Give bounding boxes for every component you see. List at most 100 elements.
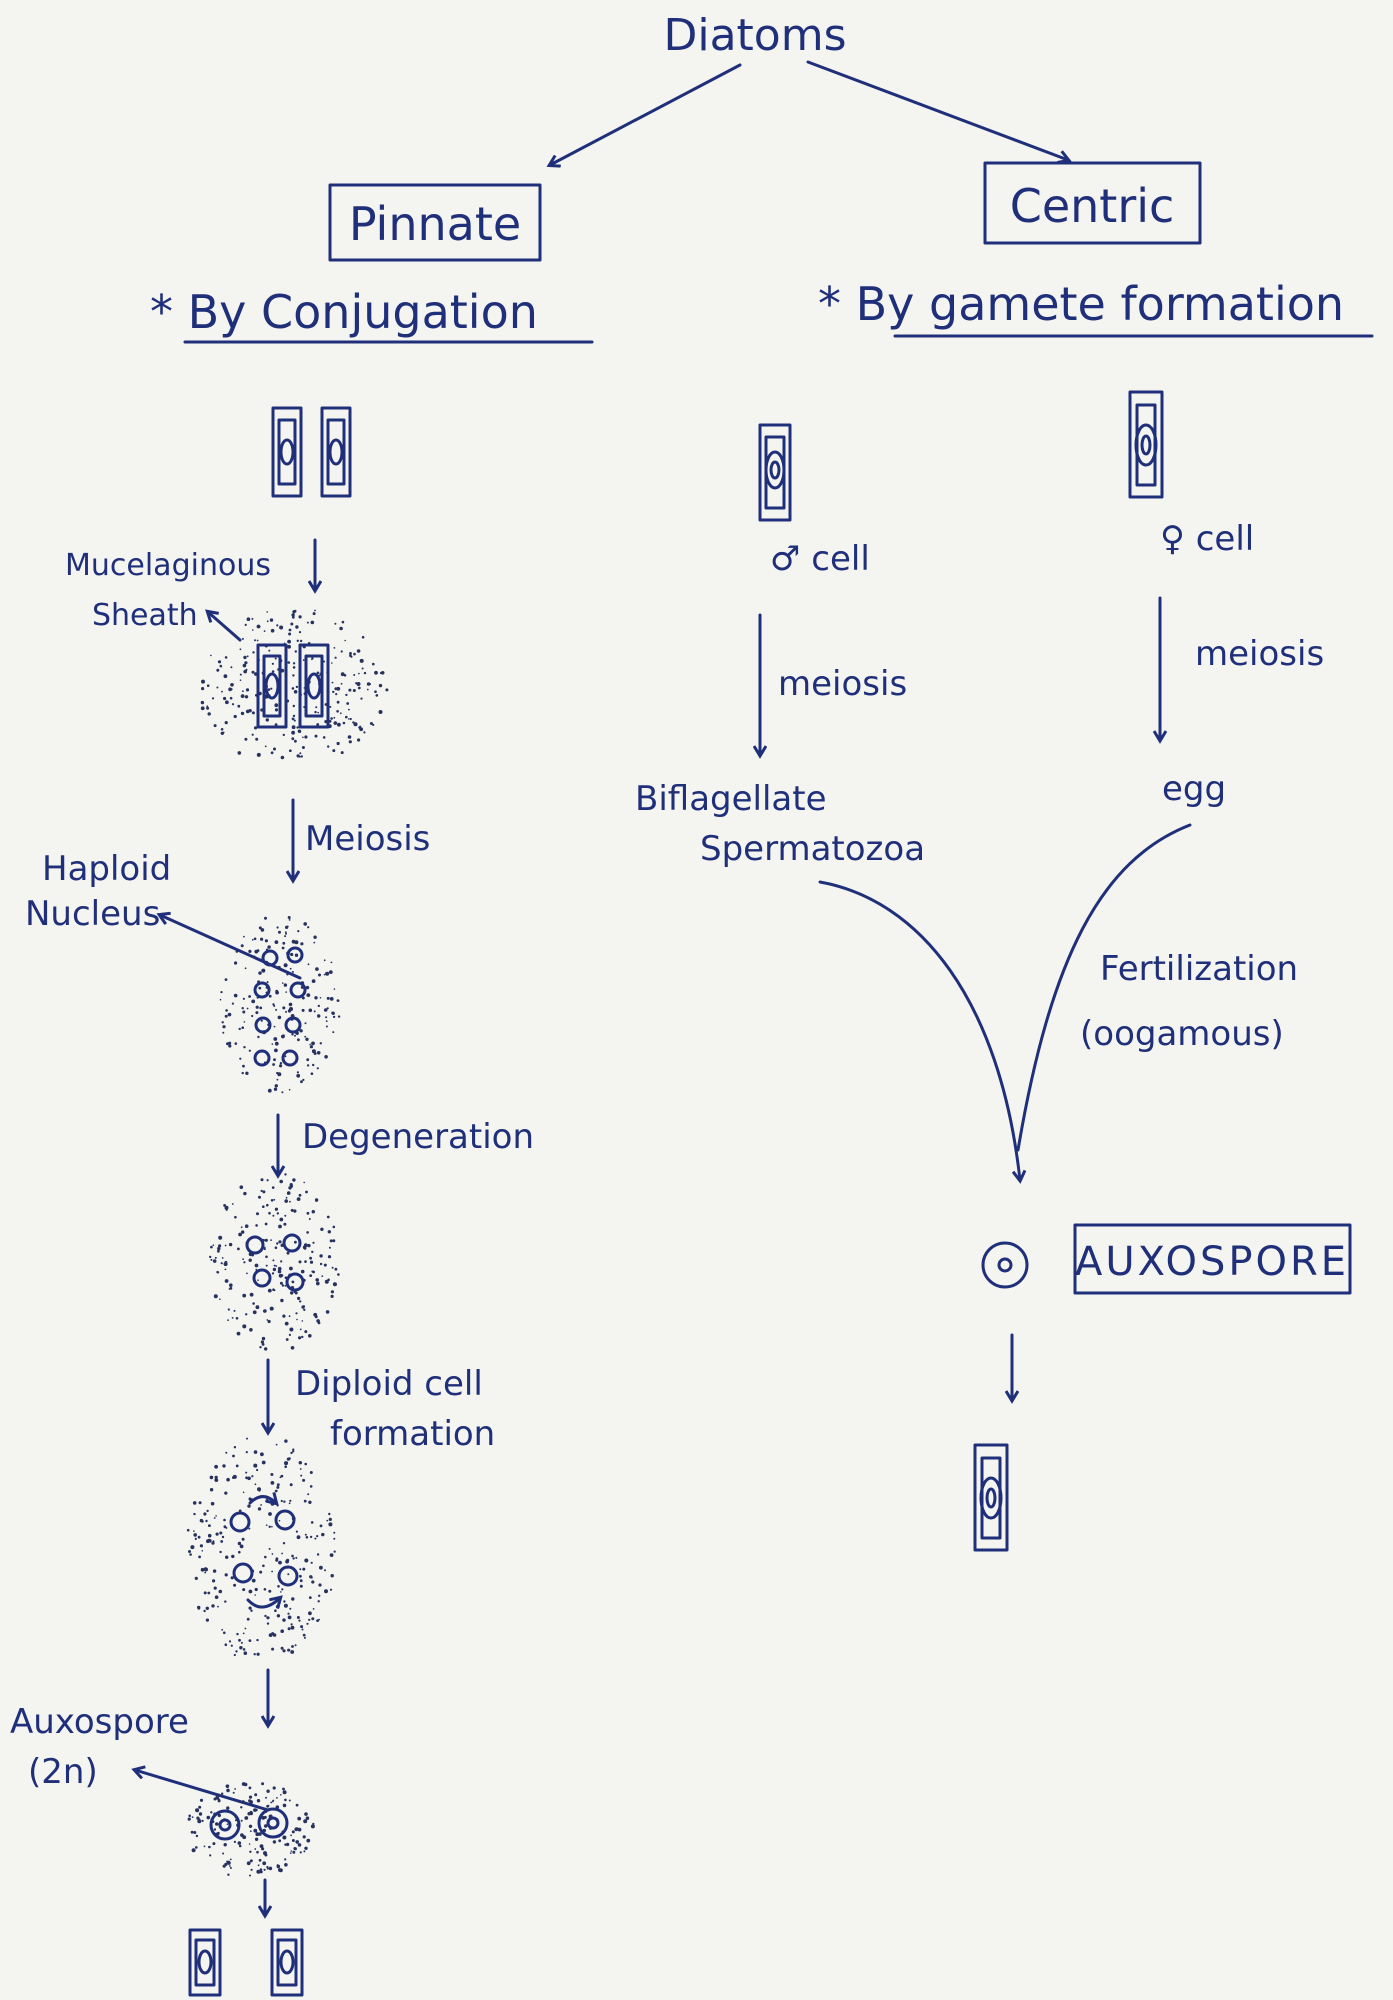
stipple-dot bbox=[285, 1462, 288, 1465]
stipple-dot bbox=[259, 1859, 262, 1862]
stipple-dot bbox=[264, 1248, 266, 1250]
stipple-dot bbox=[311, 1562, 313, 1564]
stipple-dot bbox=[306, 993, 310, 997]
stipple-dot bbox=[330, 1239, 333, 1242]
stipple-dot bbox=[259, 1571, 262, 1574]
stipple-dot bbox=[260, 1504, 262, 1506]
stipple-dot bbox=[325, 972, 329, 976]
stipple-dot bbox=[348, 735, 352, 739]
stipple-dot bbox=[222, 1536, 224, 1538]
stipple-dot bbox=[218, 1236, 222, 1240]
stipple-dot bbox=[285, 931, 287, 933]
stipple-dot bbox=[241, 1026, 244, 1029]
stipple-dot bbox=[269, 1867, 273, 1871]
stipple-dot bbox=[220, 1540, 223, 1543]
stipple-dot bbox=[357, 738, 360, 741]
stipple-dot bbox=[261, 1782, 264, 1785]
stipple-dot bbox=[225, 1643, 228, 1646]
stipple-dot bbox=[201, 1568, 205, 1572]
stipple-dot bbox=[281, 1553, 283, 1555]
stipple-dot bbox=[212, 697, 214, 699]
stipple-dot bbox=[267, 945, 270, 948]
stipple-dot bbox=[210, 1476, 214, 1480]
stipple-dot bbox=[216, 1533, 219, 1536]
stipple-dot bbox=[280, 1260, 282, 1262]
stipple-dot bbox=[238, 1639, 241, 1642]
stipple-dot bbox=[291, 1555, 294, 1558]
stipple-dot bbox=[275, 1208, 278, 1211]
pinnate-label: Pinnate bbox=[349, 197, 521, 251]
stipple-dot bbox=[225, 978, 228, 981]
stipple-dot bbox=[294, 690, 298, 694]
stipple-dot bbox=[286, 1197, 288, 1199]
stipple-dot bbox=[201, 701, 204, 704]
stipple-dot bbox=[252, 711, 255, 714]
stipple-dot bbox=[265, 1239, 268, 1242]
stipple-dot bbox=[275, 1490, 278, 1493]
stipple-dot bbox=[226, 1789, 230, 1793]
stipple-dot bbox=[331, 1295, 334, 1298]
stipple-dot bbox=[257, 1036, 259, 1038]
stipple-dot bbox=[225, 1279, 229, 1283]
stipple-dot bbox=[262, 1861, 266, 1865]
stipple-dot bbox=[243, 1648, 246, 1651]
stipple-dot bbox=[231, 1645, 233, 1647]
stipple-dot bbox=[199, 1812, 202, 1815]
stipple-dot bbox=[247, 1477, 251, 1481]
stipple-dot bbox=[335, 657, 337, 659]
stipple-dot bbox=[297, 754, 300, 757]
stipple-dot bbox=[328, 1513, 330, 1515]
stipple-dot bbox=[290, 1835, 292, 1837]
stipple-dot bbox=[367, 689, 369, 691]
stipple-dot bbox=[338, 1015, 340, 1017]
stipple-dot bbox=[265, 1256, 268, 1259]
stipple-dot bbox=[376, 694, 378, 696]
stipple-dot bbox=[289, 1328, 293, 1332]
stipple-dot bbox=[278, 1016, 282, 1020]
stipple-dot bbox=[267, 1179, 269, 1181]
stipple-dot bbox=[226, 1784, 230, 1788]
stipple-dot bbox=[257, 753, 261, 757]
stipple-dot bbox=[345, 694, 347, 696]
stipple-dot bbox=[291, 1623, 293, 1625]
stipple-dot bbox=[249, 1796, 252, 1799]
stipple-dot bbox=[279, 1520, 281, 1522]
stipple-dot bbox=[264, 917, 267, 920]
stipple-dot bbox=[214, 1828, 216, 1830]
stipple-dot bbox=[327, 997, 330, 1000]
stipple-dot bbox=[241, 1820, 243, 1822]
stipple-dot bbox=[254, 1793, 257, 1796]
stipple-dot bbox=[330, 1553, 334, 1557]
stipple-dot bbox=[300, 1468, 302, 1470]
stipple-dot bbox=[293, 662, 295, 664]
stipple-dot bbox=[302, 1629, 304, 1631]
stipple-dot bbox=[191, 1831, 194, 1834]
stipple-dot bbox=[306, 1816, 310, 1820]
stipple-dot bbox=[298, 1620, 300, 1622]
stipple-dot bbox=[299, 1194, 302, 1197]
stipple-dot bbox=[209, 1854, 211, 1856]
stipple-dot bbox=[306, 1839, 310, 1843]
stipple-dot bbox=[334, 1284, 336, 1286]
stipple-dot bbox=[275, 940, 279, 944]
stipple-dot bbox=[231, 1555, 234, 1558]
sperm-fertilization-arrow bbox=[820, 882, 1020, 1180]
stipple-dot bbox=[285, 933, 287, 935]
stipple-dot bbox=[216, 687, 218, 689]
stipple-dot bbox=[284, 1173, 286, 1175]
stipple-dot bbox=[244, 1816, 248, 1820]
centric-auxospore-cell bbox=[983, 1243, 1027, 1287]
stipple-dot bbox=[349, 740, 352, 743]
stipple-dot bbox=[309, 1596, 312, 1599]
stipple-dot bbox=[287, 1458, 290, 1461]
stipple-dot bbox=[284, 1863, 288, 1867]
stipple-dot bbox=[291, 1850, 293, 1852]
stipple-dot bbox=[296, 686, 298, 688]
stipple-dot bbox=[295, 954, 298, 957]
stipple-dot bbox=[255, 1588, 258, 1591]
stipple-dot bbox=[337, 1273, 340, 1276]
stipple-dot bbox=[278, 1270, 282, 1274]
stipple-dot bbox=[331, 962, 333, 964]
stipple-dot bbox=[354, 722, 358, 726]
stipple-dot bbox=[250, 1610, 252, 1612]
